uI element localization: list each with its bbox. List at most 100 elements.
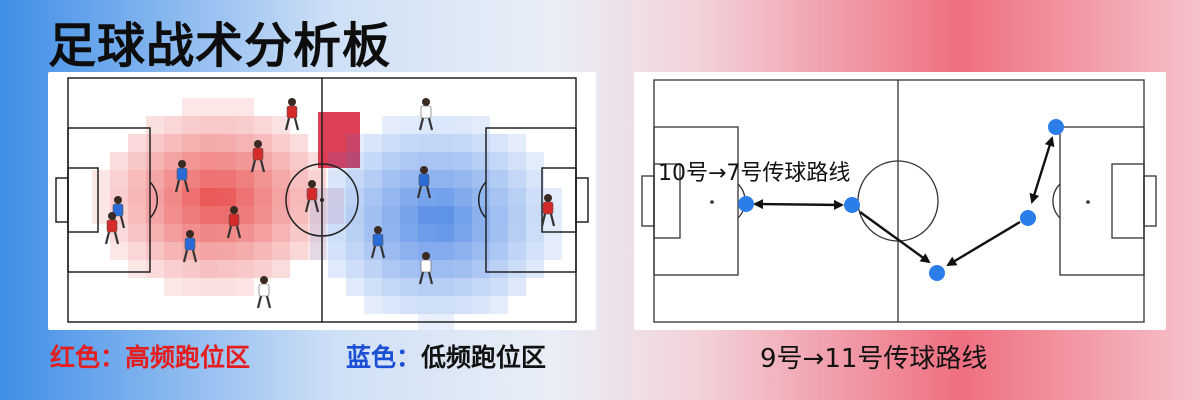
heat-cell-blue (382, 224, 400, 242)
heat-cell-blue (400, 152, 418, 170)
player-head (422, 252, 430, 260)
heat-cell-blue (382, 260, 400, 278)
heat-cell-blue (400, 278, 418, 296)
heat-cell-blue (508, 206, 526, 224)
heat-cell-blue (418, 296, 436, 314)
legend-red: 红色：高频跑位区 (50, 338, 250, 374)
player-head (544, 194, 552, 202)
player-node-10 (738, 196, 754, 212)
heat-cell-blue (508, 260, 526, 278)
heat-cell-blue (454, 242, 472, 260)
heat-cell-blue (508, 224, 526, 242)
legend-blue: 蓝色：低频跑位区 (346, 338, 546, 374)
player-legs (540, 213, 556, 227)
heat-cell-blue (454, 134, 472, 152)
player-legs (104, 231, 120, 245)
heat-cell-red (200, 116, 218, 134)
heat-cell-blue (418, 152, 436, 170)
heat-cell-blue (364, 206, 382, 224)
heat-cell-blue (382, 278, 400, 296)
heat-cell-red (236, 98, 254, 116)
heat-cell-red (236, 206, 254, 224)
heat-cell-blue (400, 206, 418, 224)
heat-cell-blue (436, 278, 454, 296)
heat-cell-blue (400, 224, 418, 242)
heat-cell-blue (454, 170, 472, 188)
heat-cell-red (200, 98, 218, 116)
heat-cell-red (272, 260, 290, 278)
heat-cell-blue (454, 278, 472, 296)
heat-cell-blue (436, 242, 454, 260)
heat-cell-blue (526, 188, 544, 206)
heat-cell-blue (508, 170, 526, 188)
heat-cell-blue (436, 296, 454, 314)
right-goal-right (1143, 175, 1157, 227)
heat-cell-red (254, 170, 272, 188)
pass-arrow-11-9 (946, 220, 1021, 267)
heat-cell-blue (346, 242, 364, 260)
heat-cell-blue (328, 188, 346, 206)
pass-route-pitch-panel: 10号→7号传球路线 (634, 72, 1166, 330)
player-shirt (258, 283, 270, 297)
player-shirt (420, 259, 432, 273)
heat-cell-blue (490, 242, 508, 260)
heat-cell-red (128, 242, 146, 260)
heat-cell-blue (472, 242, 490, 260)
player-figure (182, 230, 198, 263)
heat-cell-red (164, 278, 182, 296)
player-shirt (286, 105, 298, 119)
heat-cell-blue (472, 278, 490, 296)
right-goal (575, 177, 589, 223)
left-goal-right (641, 175, 655, 227)
heat-cell-red (146, 242, 164, 260)
player-legs (284, 117, 300, 131)
heat-cell-blue (490, 134, 508, 152)
player-figure (370, 226, 386, 259)
heat-cell-blue (328, 170, 346, 188)
heat-cell-blue (364, 278, 382, 296)
heat-cell-red (236, 278, 254, 296)
heat-cell-red (92, 170, 110, 188)
center-circle (285, 163, 359, 237)
heat-cell-blue (400, 296, 418, 314)
player-shirt (542, 201, 554, 215)
heat-cell-red (236, 116, 254, 134)
page-title: 足球战术分析板 (48, 18, 392, 74)
heat-cell-red (182, 188, 200, 206)
heat-cell-red (182, 206, 200, 224)
player-head (230, 206, 238, 214)
heat-cell-red (236, 260, 254, 278)
heat-cell-red (146, 224, 164, 242)
heat-cell-blue (436, 134, 454, 152)
heat-cell-red (254, 206, 272, 224)
heat-cell-blue (436, 116, 454, 134)
heat-cell-red (200, 242, 218, 260)
heat-cell-blue (310, 242, 328, 260)
player-legs (226, 225, 242, 239)
heat-cell-red (254, 260, 272, 278)
heat-cell-blue (454, 116, 472, 134)
player-head (260, 276, 268, 284)
heat-cell-blue (436, 170, 454, 188)
pass-nodes (738, 119, 1064, 281)
heat-cell-red (200, 170, 218, 188)
player-node-11 (1020, 210, 1036, 226)
heat-cell-red (218, 188, 236, 206)
heat-cell-red (146, 206, 164, 224)
left-penalty-area-right (653, 126, 739, 276)
heat-cell-red (92, 188, 110, 206)
heat-cell-red (146, 134, 164, 152)
heat-cell-blue (328, 260, 346, 278)
heat-cell-red (326, 188, 344, 206)
heat-cell-red (164, 224, 182, 242)
heat-cell-blue (400, 188, 418, 206)
heat-cell-red (128, 188, 146, 206)
heat-cell-blue (490, 260, 508, 278)
heat-cell-blue (310, 206, 328, 224)
heat-cell-red (182, 98, 200, 116)
heat-cell-blue (400, 260, 418, 278)
heat-cell-red (182, 278, 200, 296)
player-shirt (252, 147, 264, 161)
heat-cell-blue (436, 188, 454, 206)
legend-red-text: 高频跑位区 (125, 343, 251, 372)
